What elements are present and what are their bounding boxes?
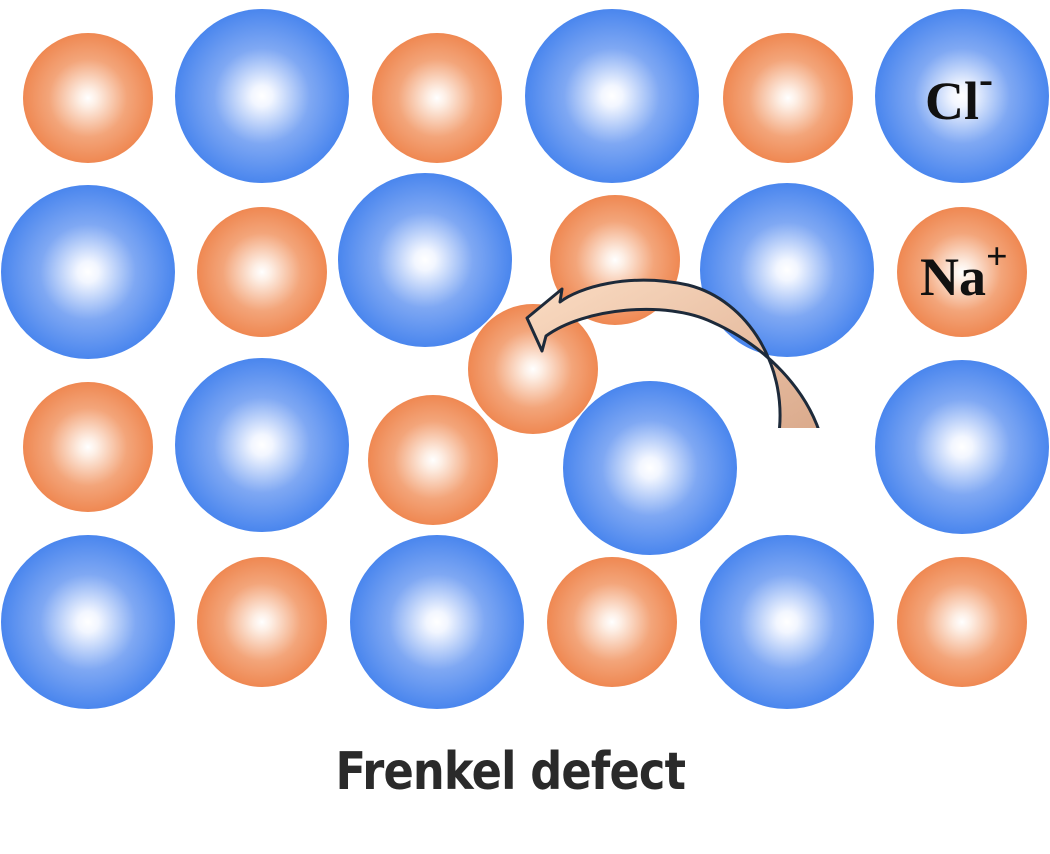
sodium-ion-labeled — [897, 207, 1027, 337]
chloride-ion — [1, 185, 175, 359]
sodium-label: Na+ — [920, 236, 1008, 307]
interstitial-sodium-ion — [468, 304, 598, 434]
diagram-caption: Frenkel defect — [335, 742, 686, 802]
sodium-symbol: Na — [920, 247, 986, 307]
sodium-ion — [197, 207, 327, 337]
sodium-ion — [368, 395, 498, 525]
chloride-ion — [1, 535, 175, 709]
sodium-ion — [23, 33, 153, 163]
sodium-ion — [197, 557, 327, 687]
chloride-ion — [338, 173, 512, 347]
chloride-ion — [175, 9, 349, 183]
svg-text:Cl-: Cl- — [925, 57, 993, 131]
chloride-ion — [875, 360, 1049, 534]
sodium-charge: + — [986, 236, 1008, 278]
lattice-row-1 — [23, 9, 1049, 183]
sodium-ion — [372, 33, 502, 163]
chloride-label: Cl- — [925, 57, 993, 131]
chloride-ion — [175, 358, 349, 532]
displacement-arrow — [525, 278, 824, 442]
sodium-ion — [897, 557, 1027, 687]
lattice-row-3 — [23, 358, 1049, 555]
arrow-tail-fade — [770, 428, 830, 444]
lattice-row-2 — [1, 173, 1027, 359]
sodium-ion — [23, 382, 153, 512]
lattice-row-4 — [1, 535, 1027, 709]
sodium-ion — [723, 33, 853, 163]
chloride-symbol: Cl — [925, 71, 979, 131]
chloride-ion — [525, 9, 699, 183]
chloride-ion — [350, 535, 524, 709]
chloride-charge: - — [979, 57, 993, 103]
chloride-ion-labeled — [875, 9, 1049, 183]
sodium-ion — [547, 557, 677, 687]
svg-text:Na+: Na+ — [920, 236, 1008, 307]
chloride-ion — [700, 535, 874, 709]
chloride-ion — [700, 183, 874, 357]
chloride-ion — [563, 381, 737, 555]
